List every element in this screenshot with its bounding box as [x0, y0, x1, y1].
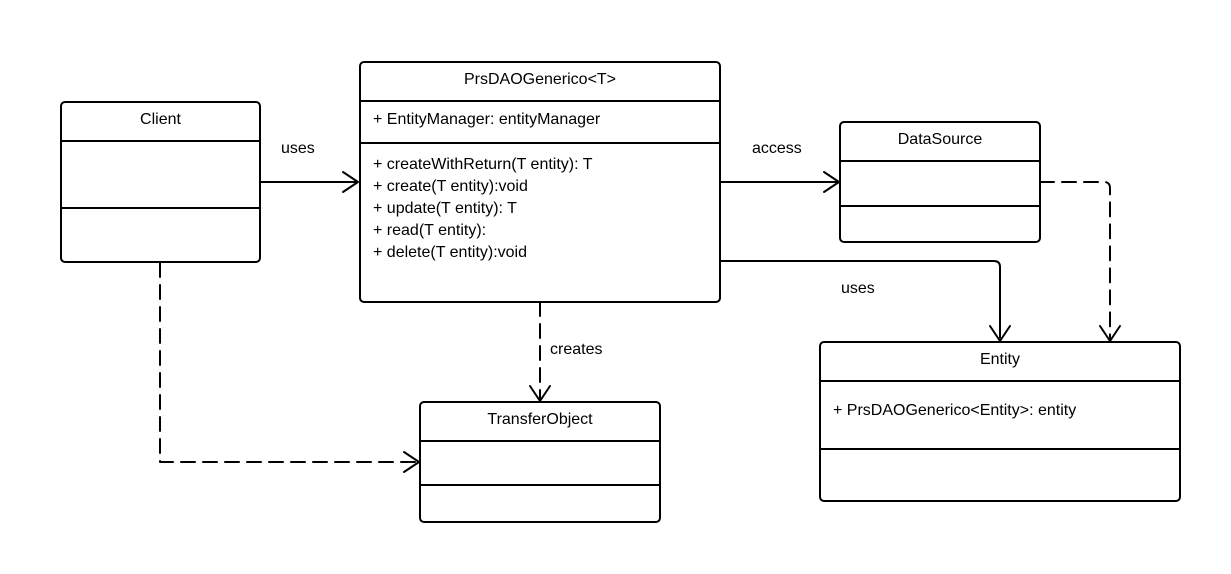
class-datasource: DataSource	[839, 121, 1041, 243]
class-name: DataSource	[897, 131, 983, 148]
class-client: Client	[60, 101, 261, 263]
class-entity: Entity + PrsDAOGenerico<Entity>: entity	[819, 341, 1181, 502]
class-name: TransferObject	[487, 411, 593, 428]
attribute-entity: + PrsDAOGenerico<Entity>: entity	[833, 402, 1077, 419]
client-transferobject-dependency-line	[159, 262, 419, 463]
datasource-entity-dependency-line	[1039, 181, 1111, 341]
attributes-compartment: + EntityManager: entityManager	[361, 100, 719, 142]
methods-compartment	[841, 205, 1039, 241]
method-create: + create(T entity):void	[373, 178, 528, 195]
relation-label-dao-creates: creates	[550, 341, 603, 358]
relation-label-dao-uses: uses	[841, 280, 875, 297]
method-delete: + delete(T entity):void	[373, 244, 528, 261]
class-name: Entity	[979, 351, 1020, 368]
attributes-compartment	[841, 160, 1039, 205]
methods-compartment	[62, 207, 259, 261]
class-prsdaogenerico: PrsDAOGenerico<T> + EntityManager: entit…	[359, 61, 721, 303]
attributes-compartment	[421, 440, 659, 484]
relation-label-dao-access: access	[752, 140, 802, 157]
relation-label-client-uses: uses	[281, 140, 315, 157]
attribute-entity-manager: + EntityManager: entityManager	[373, 111, 601, 128]
method-read: + read(T entity):	[373, 222, 487, 239]
method-create-with-return: + createWithReturn(T entity): T	[373, 156, 593, 173]
attributes-compartment: + PrsDAOGenerico<Entity>: entity	[821, 380, 1179, 448]
class-name: PrsDAOGenerico<T>	[463, 71, 617, 88]
methods-compartment	[421, 484, 659, 521]
methods-compartment	[821, 448, 1179, 500]
dao-uses-entity-line	[719, 260, 1001, 341]
methods-compartment: + createWithReturn(T entity): T + create…	[361, 142, 719, 301]
class-transferobject: TransferObject	[419, 401, 661, 523]
attributes-compartment	[62, 140, 259, 207]
method-update: + update(T entity): T	[373, 200, 517, 217]
class-name: Client	[140, 111, 181, 128]
client-uses-dao-arrowhead	[342, 171, 359, 193]
